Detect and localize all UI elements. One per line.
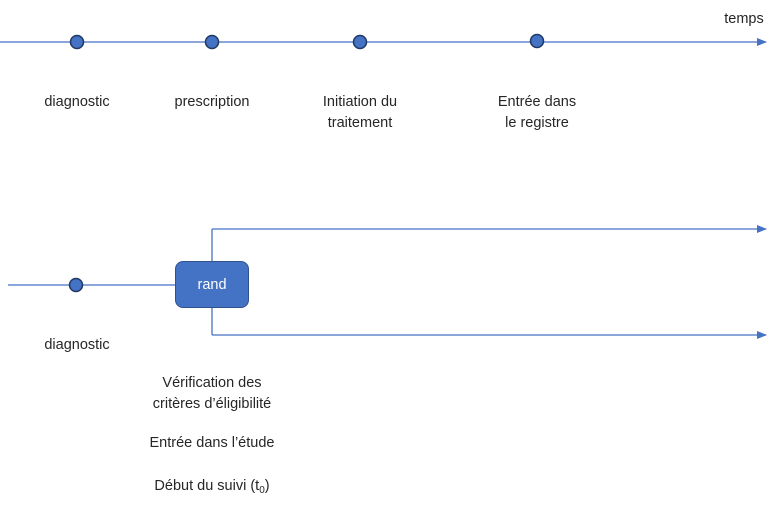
axis-label-time: temps	[724, 11, 764, 27]
randomization-box: rand	[175, 261, 249, 308]
event-label-diagnostic: diagnostic	[27, 92, 127, 113]
event-label-line: prescription	[174, 94, 250, 110]
step-label-subscript: 0	[259, 485, 265, 496]
event-label-line: diagnostic	[44, 337, 110, 353]
step-label-suffix: )	[264, 478, 270, 494]
step-label-line: critères d’éligibilité	[152, 396, 272, 412]
event-label-line: le registre	[505, 115, 569, 131]
step-label-prefix: Début du suivi (t	[154, 478, 260, 494]
event-node-diagnostic-bottom	[68, 277, 84, 293]
event-label-line: traitement	[327, 115, 393, 131]
event-node-diagnostic	[69, 34, 85, 50]
step-label-study-entry: Entrée dans l’étude	[122, 433, 302, 454]
event-node-prescription	[204, 34, 220, 50]
step-label-line: Vérification des	[162, 375, 262, 391]
event-label-initiation: Initiation du traitement	[300, 92, 420, 134]
event-label-line: Initiation du	[322, 94, 398, 110]
event-label-prescription: prescription	[152, 92, 272, 113]
event-label-line: Entrée dans	[497, 94, 577, 110]
event-node-initiation	[352, 34, 368, 50]
event-label-line: diagnostic	[44, 94, 110, 110]
event-node-registry-entry	[529, 33, 545, 49]
event-label-diagnostic-bottom: diagnostic	[27, 335, 127, 356]
step-label-eligibility: Vérification des critères d’éligibilité	[122, 373, 302, 415]
step-label-line: Entrée dans l’étude	[149, 435, 275, 451]
randomization-label: rand	[197, 276, 227, 293]
event-label-registry-entry: Entrée dans le registre	[477, 92, 597, 134]
step-label-follow-up-start: Début du suivi (t0)	[122, 476, 302, 497]
